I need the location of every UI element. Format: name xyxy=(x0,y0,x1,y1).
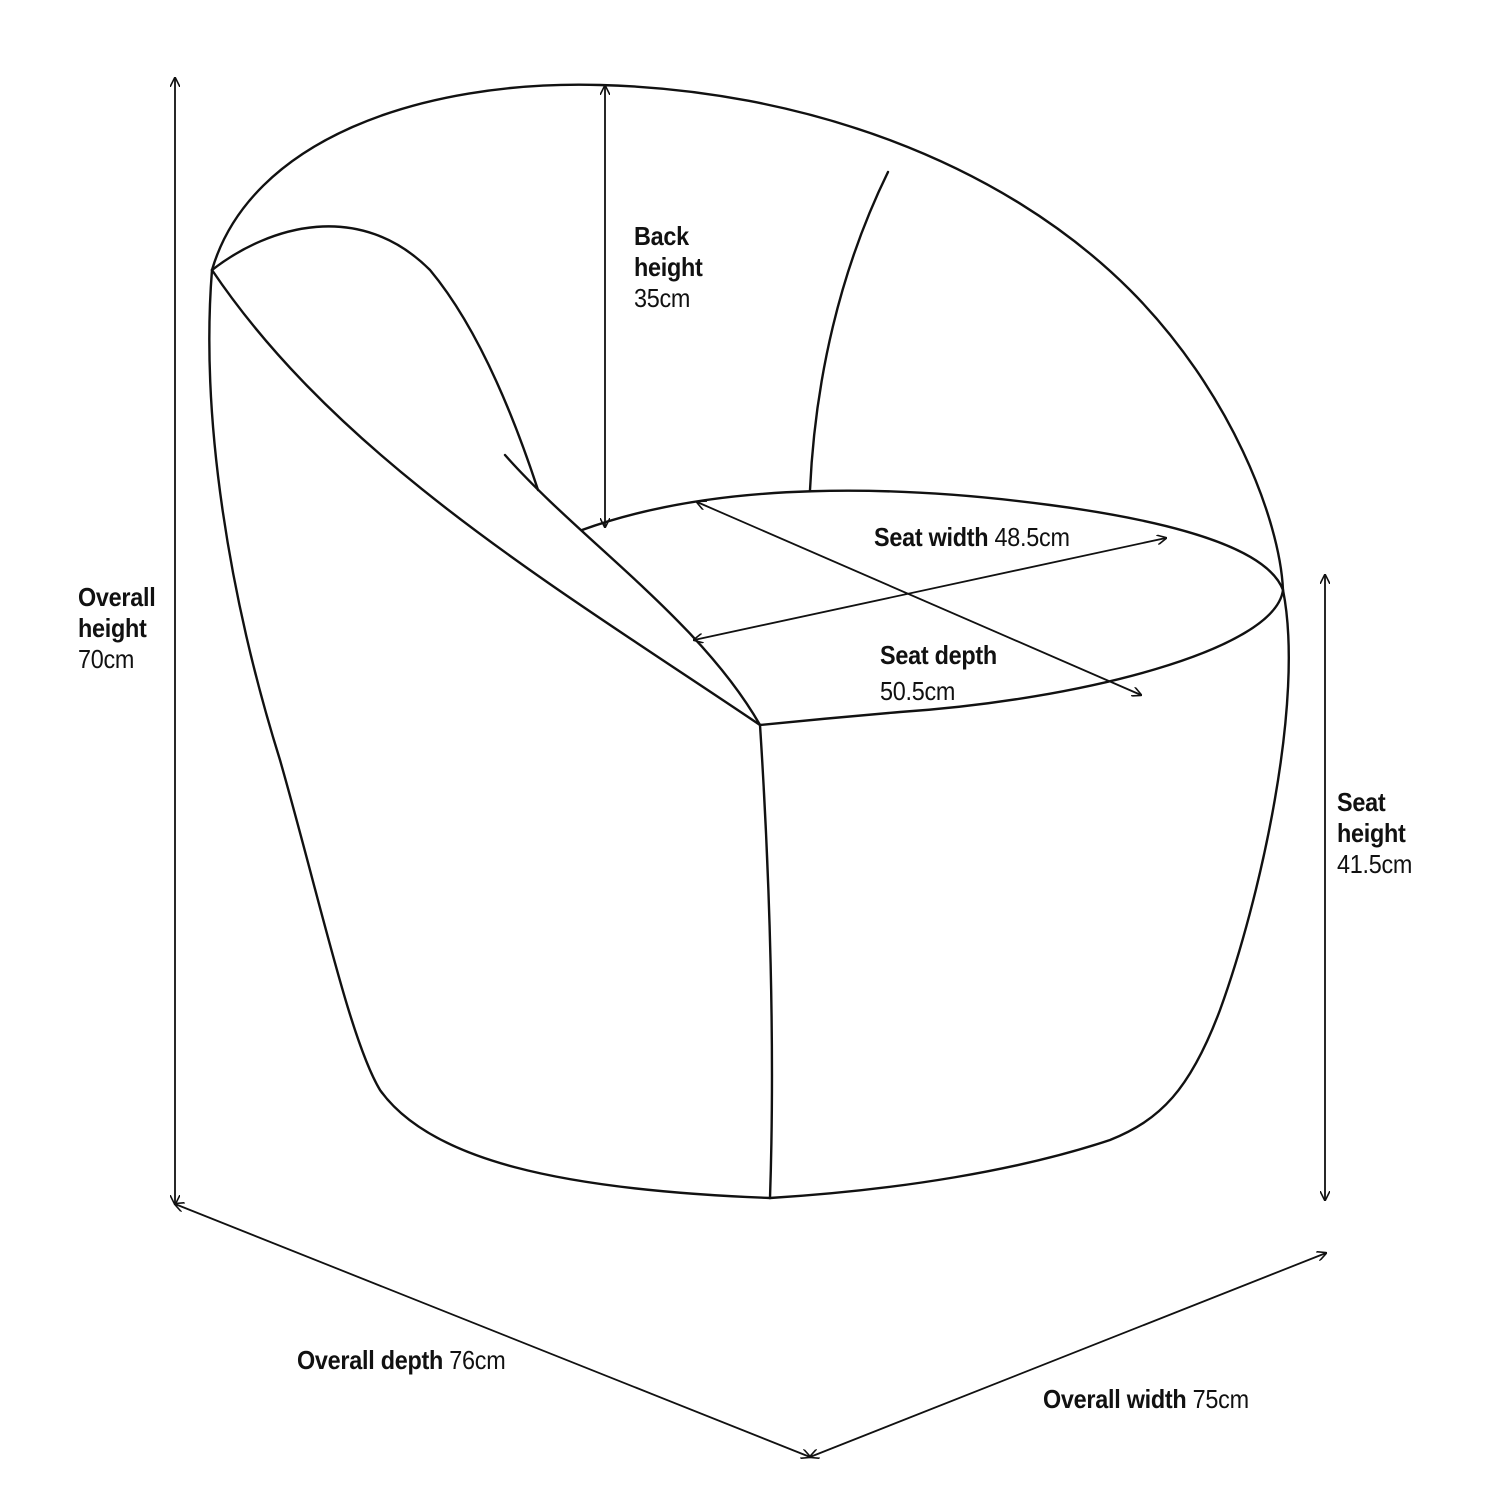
chair-back-seam xyxy=(808,170,890,492)
overall-width-arrow xyxy=(810,1253,1326,1457)
back-height-value: 35cm xyxy=(634,283,691,313)
seat-height-name-1: Seat xyxy=(1337,787,1386,817)
overall-width-name: Overall width xyxy=(1043,1384,1187,1414)
chair-left-body-outline xyxy=(208,268,772,1200)
overall-height-label: Overall height 70cm xyxy=(78,582,156,675)
chair-seat-top xyxy=(580,489,1285,727)
overall-depth-label: Overall depth 76cm xyxy=(297,1345,506,1376)
overall-depth-value: 76cm xyxy=(449,1345,506,1375)
overall-depth-arrow xyxy=(175,1204,810,1457)
chair-front-seam xyxy=(758,723,774,1200)
seat-height-name-2: height xyxy=(1337,818,1406,848)
seat-width-label: Seat width 48.5cm xyxy=(874,522,1070,553)
seat-depth-label: Seat depth 50.5cm xyxy=(880,637,997,709)
overall-depth-name: Overall depth xyxy=(297,1345,444,1375)
overall-height-name-1: Overall xyxy=(78,582,156,612)
overall-width-label: Overall width 75cm xyxy=(1043,1384,1249,1415)
seat-width-arrow xyxy=(694,538,1166,640)
chair-backrest-outline xyxy=(210,83,1285,592)
seat-depth-value: 50.5cm xyxy=(880,676,956,706)
overall-height-value: 70cm xyxy=(78,644,135,674)
overall-height-name-2: height xyxy=(78,613,147,643)
chair-arm-inner-line xyxy=(503,453,762,727)
chair-right-body-outline xyxy=(768,588,1290,1200)
back-height-name-2: height xyxy=(634,252,703,282)
seat-depth-name: Seat depth xyxy=(880,640,997,670)
back-height-name-1: Back xyxy=(634,221,689,251)
seat-width-name: Seat width xyxy=(874,522,989,552)
seat-height-value: 41.5cm xyxy=(1337,849,1413,879)
seat-height-label: Seat height 41.5cm xyxy=(1337,787,1412,880)
back-height-label: Back height 35cm xyxy=(634,221,703,314)
seat-depth-arrow xyxy=(697,502,1141,695)
seat-width-value: 48.5cm xyxy=(994,522,1070,552)
chair-left-arm-inner xyxy=(210,225,540,492)
chair-left-arm-edge xyxy=(210,268,762,727)
overall-width-value: 75cm xyxy=(1192,1384,1249,1414)
